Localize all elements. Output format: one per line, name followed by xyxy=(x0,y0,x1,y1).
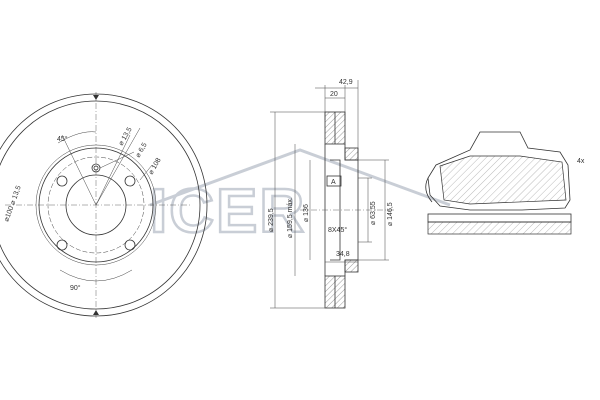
watermark-text: ICER xyxy=(150,177,306,246)
centre-bore xyxy=(65,174,127,236)
angle-90-label: 90° xyxy=(70,284,81,292)
angle-leader-left xyxy=(61,134,97,206)
max-dia-label: ⌀ 159,5 máx. xyxy=(287,197,294,238)
disc-outer-edge-inner xyxy=(0,100,201,310)
pad-side-profile xyxy=(427,221,572,235)
watermark-chevron xyxy=(149,148,451,207)
brake-pad-view: 4x xyxy=(425,131,585,235)
pad-quantity-label: 4x xyxy=(577,158,585,165)
chamfer-label: 8X45° xyxy=(328,226,347,234)
angle-45-label: 45° xyxy=(57,135,68,143)
hat-outer-circle xyxy=(35,144,157,266)
arrow-top xyxy=(93,95,99,100)
disc-section-view: 42,9 20 A ⌀ 239,5 ⌀ 159,5 máx. ⌀ 136 ⌀ 6… xyxy=(268,79,395,309)
small-hole-inner xyxy=(93,165,99,171)
bolt-hole xyxy=(56,239,68,251)
pad-friction-material xyxy=(439,155,567,205)
hub-dia-label: ⌀ 136 xyxy=(303,204,310,222)
pad-side-backing xyxy=(427,213,572,223)
angle-arc-bottom xyxy=(59,269,133,282)
thickness-label: 20 xyxy=(330,91,338,98)
bolt-hole xyxy=(56,175,68,187)
hat-circle xyxy=(38,147,154,263)
outer-dia-label: ⌀ 239,5 xyxy=(268,208,275,232)
bolt-hole xyxy=(124,239,136,251)
pcd-label: ⌀ 108 xyxy=(148,157,163,176)
bolt-pitch-circle xyxy=(47,156,145,254)
hat-depth-label: 34,8 xyxy=(336,251,350,258)
angle-leader-right xyxy=(95,134,131,206)
arrow-bottom xyxy=(93,310,99,315)
centre-bore-label: ⌀ 63,55 xyxy=(370,201,377,225)
pad-clip xyxy=(425,177,433,203)
bolt-hole xyxy=(124,175,136,187)
leader-small-hole xyxy=(99,151,135,169)
total-width-label: 42,9 xyxy=(339,79,353,86)
bolt-pcd-label: ⌀100 ⌀ 13,5 xyxy=(3,185,22,223)
hat-dia-label: ⌀ 146,5 xyxy=(387,202,394,226)
hat-flange-bottom xyxy=(344,259,359,273)
detail-a-label: A xyxy=(331,179,336,186)
hat-inner-profile xyxy=(330,159,341,261)
pad-backing-plate xyxy=(427,131,571,211)
angle-arc-top xyxy=(57,131,97,144)
leader-hole-dia xyxy=(95,127,141,206)
disc-outer-edge xyxy=(0,93,208,317)
detail-a-box xyxy=(326,175,342,187)
leader-pcd xyxy=(139,164,153,181)
hat-flange-top xyxy=(344,147,359,161)
disc-front-view: 45° ⌀ 13,5 ⌀ 6,5 ⌀ 108 ⌀100 ⌀ 13,5 90° xyxy=(0,92,208,318)
small-hole-dia-label: ⌀ 6,5 xyxy=(135,142,149,159)
brand-watermark: ICER xyxy=(149,148,451,247)
